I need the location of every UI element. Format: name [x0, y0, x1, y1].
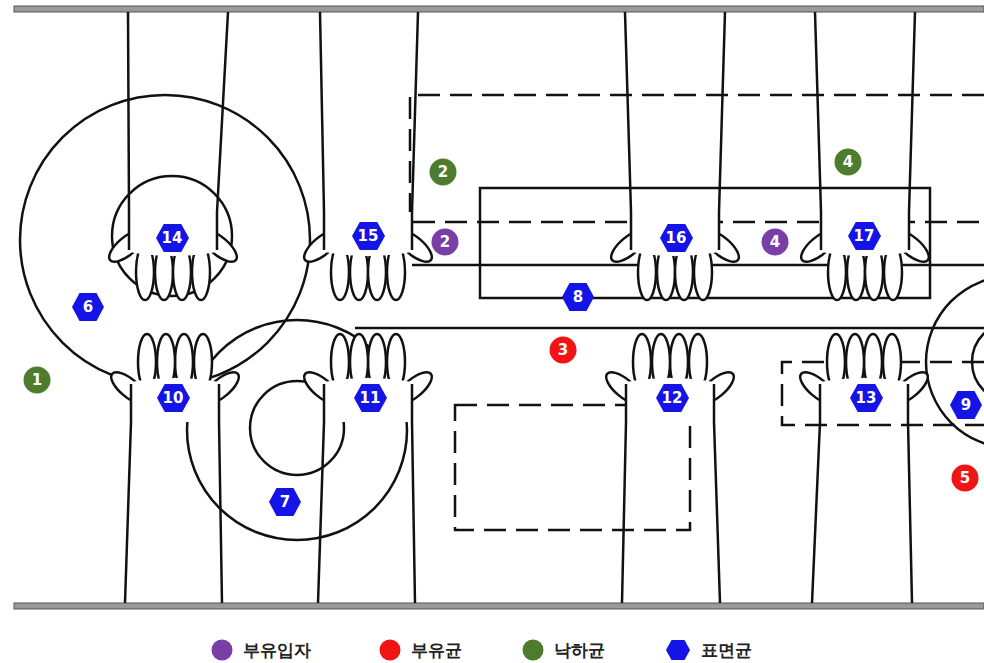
- surface-marker: 7: [268, 487, 302, 517]
- legend-swatch-fill: [380, 640, 401, 661]
- callout-number: 4: [843, 155, 853, 170]
- marker-shape-fill: [24, 367, 51, 394]
- legend-text: 부유입자: [243, 642, 311, 659]
- marker-shape-fill: [432, 229, 459, 256]
- surface-marker: 6: [71, 292, 105, 322]
- arm-sleeves: [125, 12, 915, 603]
- surface-marker: 12: [655, 383, 690, 413]
- marker-shape-fill: [550, 337, 577, 364]
- legend-swatch-fill: [666, 640, 690, 660]
- marker-shape-fill: [562, 283, 594, 311]
- callout-number: 14: [162, 231, 183, 246]
- legend-entry: 낙하균: [522, 639, 605, 661]
- surface-marker: 13: [849, 383, 884, 413]
- equipment-outlines: [20, 95, 984, 540]
- callout-number: 2: [440, 235, 450, 250]
- marker-shape-fill: [850, 384, 883, 412]
- callout-number: 10: [163, 391, 184, 406]
- legend-swatch-fill: [523, 640, 544, 661]
- callout-number: 2: [438, 165, 448, 180]
- marker-shape-fill: [157, 384, 190, 412]
- dashed-zones: [410, 95, 984, 530]
- wall-bottom: [14, 603, 984, 609]
- callout-number: 16: [666, 231, 687, 246]
- callout-number: 11: [360, 391, 381, 406]
- callout-number: 4: [770, 235, 780, 250]
- marker-shape-fill: [656, 384, 689, 412]
- callout-number: 15: [358, 229, 379, 244]
- legend-text: 낙하균: [554, 642, 605, 659]
- air-marker: 4: [761, 228, 789, 256]
- callout-number: 9: [961, 398, 971, 413]
- callout-number: 12: [662, 391, 683, 406]
- callout-number: 17: [854, 229, 875, 244]
- air-marker: 1: [23, 366, 51, 394]
- legend-swatch: [211, 639, 233, 661]
- marker-shape-fill: [72, 293, 104, 321]
- wall-top: [14, 6, 984, 12]
- callout-number: 8: [573, 290, 583, 305]
- surface-marker: 14: [155, 223, 190, 253]
- air-marker: 2: [431, 228, 459, 256]
- marker-shape-fill: [660, 224, 693, 252]
- legend-swatch: [522, 639, 544, 661]
- marker-shape-fill: [352, 222, 385, 250]
- surface-marker: 17: [847, 221, 882, 251]
- air-marker: 3: [549, 336, 577, 364]
- callout-number: 1: [32, 373, 42, 388]
- legend-entry: 표면균: [665, 639, 752, 661]
- surface-marker: 8: [561, 282, 595, 312]
- legend-text: 부유균: [411, 642, 462, 659]
- callout-number: 5: [960, 471, 970, 486]
- air-marker: 5: [951, 464, 979, 492]
- legend-text: 표면균: [701, 642, 752, 659]
- surface-marker: 15: [351, 221, 386, 251]
- legend-entry: 부유균: [379, 639, 462, 661]
- marker-shape-fill: [156, 224, 189, 252]
- callout-number: 3: [558, 343, 568, 358]
- marker-shape-fill: [950, 391, 982, 419]
- surface-marker: 11: [353, 383, 388, 413]
- air-marker: 4: [834, 148, 862, 176]
- marker-shape-fill: [762, 229, 789, 256]
- surface-marker: 9: [949, 390, 983, 420]
- legend-swatch-fill: [212, 640, 233, 661]
- callout-number: 7: [280, 495, 290, 510]
- marker-shape-fill: [430, 159, 457, 186]
- surface-marker: 10: [156, 383, 191, 413]
- marker-shape-fill: [848, 222, 881, 250]
- marker-shape-fill: [835, 149, 862, 176]
- marker-shape-fill: [354, 384, 387, 412]
- gloved-hands: [104, 212, 933, 422]
- callout-number: 6: [83, 300, 93, 315]
- legend-swatch: [665, 639, 691, 661]
- air-marker: 2: [429, 158, 457, 186]
- surface-marker: 16: [659, 223, 694, 253]
- marker-shape-fill: [952, 465, 979, 492]
- callout-number: 13: [856, 391, 877, 406]
- legend-swatch: [379, 639, 401, 661]
- marker-shape-fill: [269, 488, 301, 516]
- legend-entry: 부유입자: [211, 639, 311, 661]
